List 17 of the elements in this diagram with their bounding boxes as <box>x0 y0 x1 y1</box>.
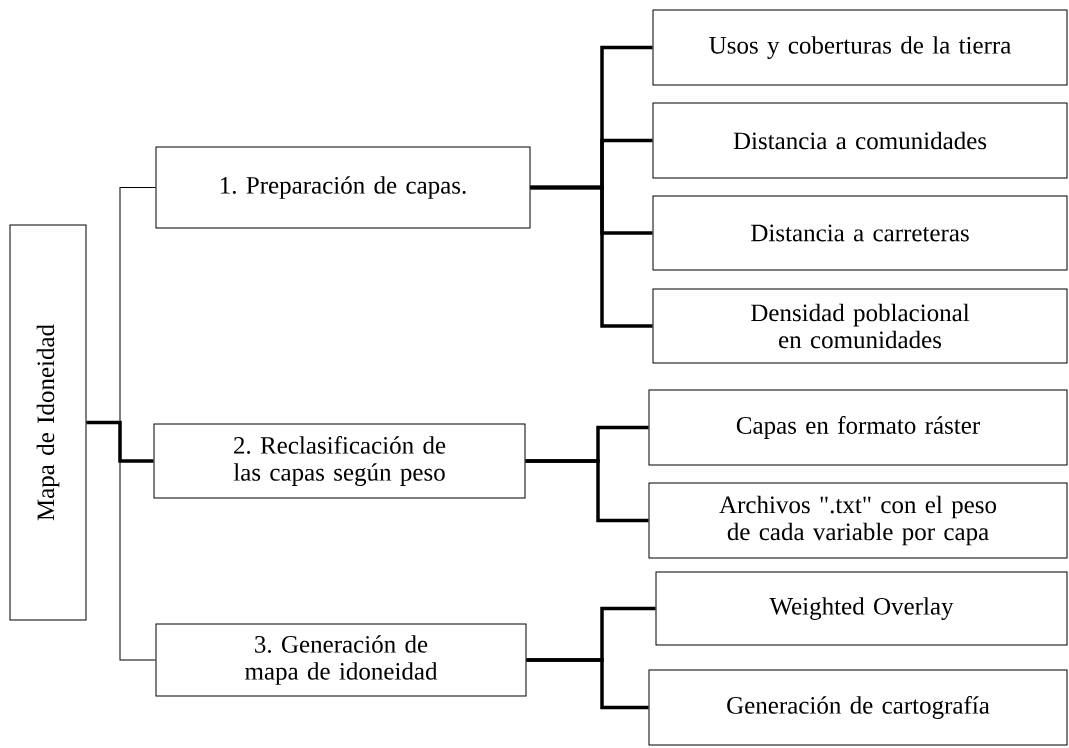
step-box: 1. Preparación de capas. <box>155 146 531 229</box>
connector-line <box>526 658 649 710</box>
connector-line <box>86 420 154 463</box>
item-box: Weighted Overlay <box>655 571 1068 646</box>
item-box: Generación de cartografía <box>648 669 1068 746</box>
item-box: Usos y coberturas de la tierra <box>652 9 1068 86</box>
step-box: 3. Generación de mapa de idoneidad <box>155 623 527 697</box>
item-box: Distancia a comunidades <box>652 102 1068 179</box>
root-box: Mapa de Idoneidad <box>9 224 87 621</box>
connector-line <box>86 422 156 661</box>
connector-line <box>530 185 653 328</box>
item-box: Archivos ".txt" con el peso de cada variable por capa <box>648 482 1068 559</box>
connector-line <box>525 459 649 523</box>
item-box: Distancia a carreteras <box>652 195 1068 271</box>
item-box: Capas en formato ráster <box>648 389 1068 466</box>
step-box: 2. Reclasificación de las capas según peso <box>153 423 526 499</box>
item-box: Densidad poblacional en comunidades <box>652 288 1068 364</box>
